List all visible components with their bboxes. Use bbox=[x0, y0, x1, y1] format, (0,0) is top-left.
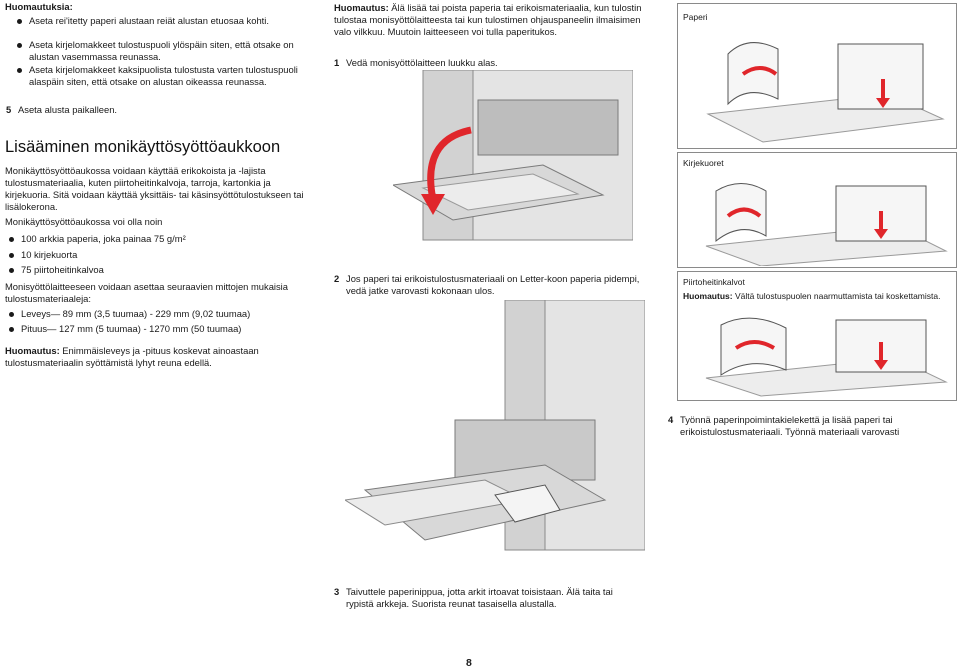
envelope-flex-illustration bbox=[705, 183, 948, 266]
paper-stack-flat bbox=[837, 43, 924, 110]
box-label: Kirjekuoret bbox=[683, 158, 724, 168]
paper-flex-illustration bbox=[706, 42, 945, 143]
step-1: 1 Vedä monisyöttölaitteen luukku alas. bbox=[334, 57, 652, 69]
dims-item: Leveys— 89 mm (3,5 tuumaa) - 229 mm (9,0… bbox=[6, 308, 302, 320]
feeder-opening bbox=[477, 99, 619, 156]
capacity-item: 75 piirtoheitinkalvoa bbox=[6, 264, 302, 276]
step-text: Aseta alusta paikalleen. bbox=[18, 104, 118, 115]
step-text: Taivuttele paperinippua, jotta arkit irt… bbox=[346, 586, 613, 609]
box-label: Paperi bbox=[683, 12, 708, 22]
step-3: 3 Taivuttele paperinippua, jotta arkit ir… bbox=[334, 586, 652, 610]
capacity-item: 100 arkkia paperia, joka painaa 75 g/m² bbox=[6, 233, 302, 245]
step-text: Jos paperi tai erikoistulostusmateriaali… bbox=[346, 273, 640, 296]
note-bullet-2: Aseta kirjelomakkeet tulostuspuoli ylösp… bbox=[14, 39, 304, 63]
intro-paragraph: Monikäyttösyöttöaukossa voidaan käyttää … bbox=[5, 165, 304, 212]
step-5: 5 Aseta alusta paikalleen. bbox=[6, 104, 306, 116]
mp-feeder-door-illustration bbox=[393, 70, 633, 241]
step-2: 2 Jos paperi tai erikoistulostusmateriaal… bbox=[334, 273, 652, 297]
transparency-flex-box: Piirtoheitinkalvot Huomautus: Vältä tulo… bbox=[677, 271, 957, 401]
note-label: Huomautus: bbox=[683, 291, 733, 301]
note-text: Älä lisää tai poista paperia tai erikois… bbox=[334, 2, 642, 37]
flex-arrow bbox=[734, 340, 776, 350]
capacity-intro: Monikäyttösyöttöaukossa voi olla noin bbox=[5, 216, 163, 227]
dims-item: Pituus— 127 mm (5 tuumaa) - 1270 mm (50 … bbox=[6, 323, 302, 335]
flex-arrow bbox=[741, 66, 778, 76]
note-text: Enimmäisleveys ja -pituus koskevat ainoa… bbox=[5, 345, 259, 368]
note-label: Huomautus: bbox=[334, 2, 389, 13]
feeder-tray-inner bbox=[421, 173, 580, 211]
envelope-flex-box: Kirjekuoret bbox=[677, 152, 957, 268]
step-number: 4 bbox=[668, 414, 674, 425]
note-label: Huomautus: bbox=[5, 345, 60, 356]
page-number: 8 bbox=[466, 657, 472, 669]
transparency-stack-flexed bbox=[720, 317, 787, 376]
dims-intro: Monisyöttölaitteeseen voidaan asettaa se… bbox=[5, 281, 288, 304]
note-text: Vältä tulostuspuolen naarmuttamista tai … bbox=[732, 291, 941, 301]
align-arrowhead bbox=[874, 229, 888, 239]
note-2: Huomautus: Enimmäisleveys ja -pituus kos… bbox=[5, 345, 305, 369]
box-note: Huomautus: Vältä tulostuspuolen naarmutt… bbox=[683, 291, 953, 301]
flex-arrow bbox=[726, 207, 762, 218]
align-arrowhead bbox=[876, 98, 890, 108]
step-text: Vedä monisyöttölaitteen luukku alas. bbox=[346, 57, 498, 68]
step-number: 2 bbox=[334, 273, 340, 284]
step-text: Työnnä paperinpoimintakielekettä ja lisä… bbox=[680, 414, 900, 437]
open-arrowhead bbox=[421, 194, 445, 215]
capacity-item: 10 kirjekuorta bbox=[6, 249, 302, 261]
envelope-stack-flexed bbox=[715, 183, 767, 243]
box-label: Piirtoheitinkalvot bbox=[683, 277, 745, 287]
tray-extension-illustration bbox=[345, 300, 645, 551]
step-number: 5 bbox=[6, 104, 12, 115]
transparency-flex-illustration bbox=[705, 317, 948, 397]
warning-note: Huomautus: Älä lisää tai poista paperia … bbox=[334, 2, 652, 38]
notes-heading: Huomautuksia: bbox=[5, 1, 73, 12]
note-bullet-1: Aseta rei'itetty paperi alustaan reiät a… bbox=[14, 15, 304, 27]
step-number: 1 bbox=[334, 57, 340, 68]
hand bbox=[494, 484, 561, 523]
open-arrow bbox=[427, 126, 472, 201]
align-arrowhead bbox=[874, 360, 888, 370]
note-bullet-3: Aseta kirjelomakkeet kaksipuolista tulos… bbox=[14, 64, 304, 88]
section-heading: Lisääminen monikäyttösyöttöaukkoon bbox=[5, 138, 281, 156]
paper-stack-flexed bbox=[727, 42, 779, 106]
step-4: 4 Työnnä paperinpoimintakielekettä ja lis… bbox=[668, 414, 953, 438]
step-number: 3 bbox=[334, 586, 340, 597]
paper-flex-box: Paperi bbox=[677, 3, 957, 149]
